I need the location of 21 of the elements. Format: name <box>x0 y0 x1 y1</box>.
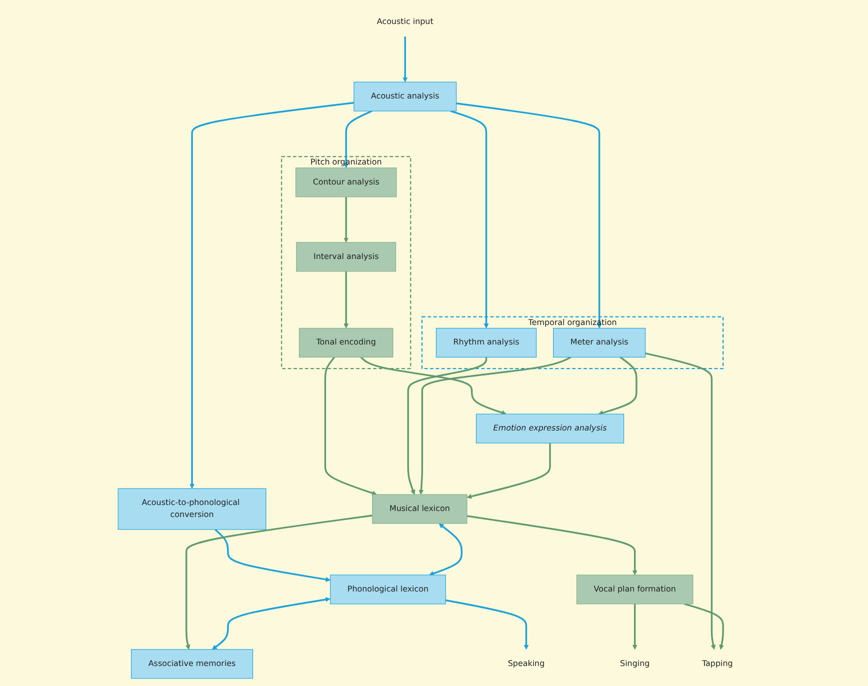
arrow <box>632 604 638 650</box>
arrow <box>445 599 529 650</box>
arrow <box>344 271 349 328</box>
arrow <box>190 102 354 489</box>
arrow <box>466 443 551 499</box>
arrow <box>466 515 638 576</box>
arrow <box>645 352 716 650</box>
arrow <box>324 356 377 496</box>
arrow <box>360 356 506 416</box>
arrow <box>418 356 572 495</box>
arrow <box>185 514 373 650</box>
arrow <box>456 102 602 328</box>
arrow <box>450 110 489 328</box>
arrow <box>598 356 638 416</box>
arrow <box>214 528 331 582</box>
arrow <box>212 597 330 650</box>
arrow <box>407 357 488 495</box>
arrow <box>402 36 408 82</box>
arrow <box>344 196 349 243</box>
arrow <box>684 603 724 650</box>
arrow <box>429 523 462 576</box>
